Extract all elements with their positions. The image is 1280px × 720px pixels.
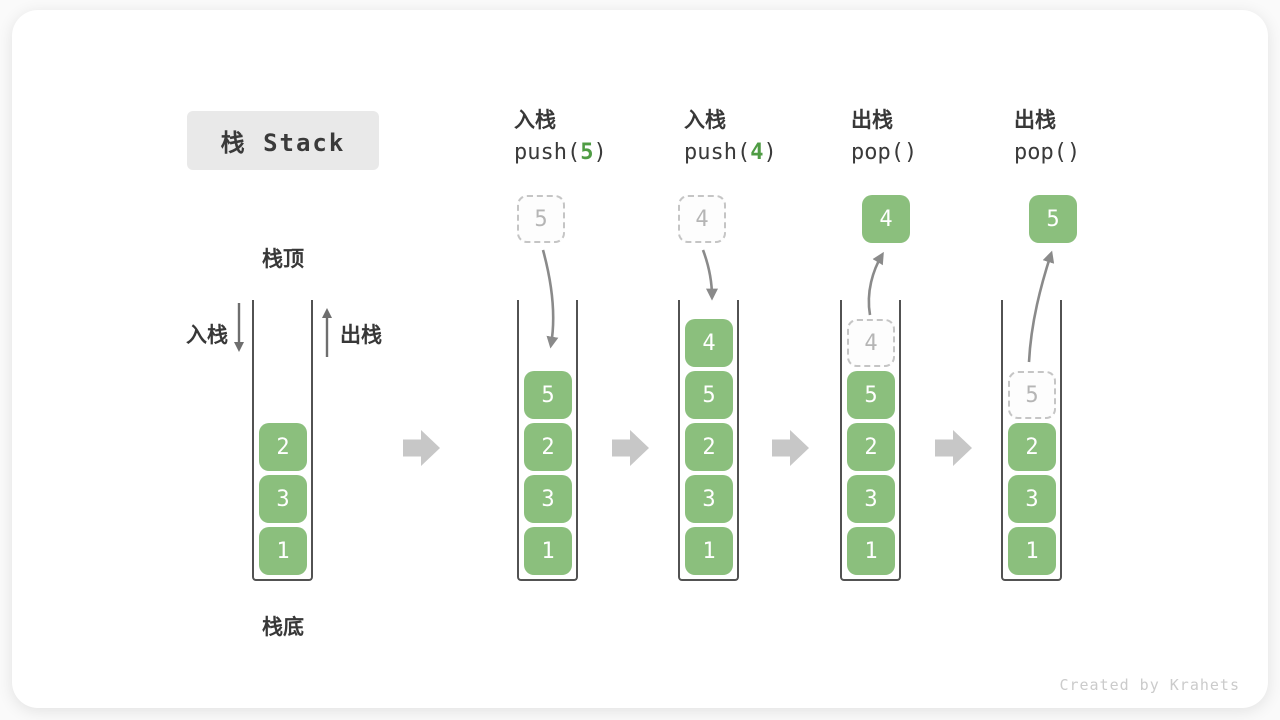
stack3-cell: 4 bbox=[685, 319, 733, 367]
push-side-label: 入栈 bbox=[186, 324, 228, 347]
op-code-pop-1: pop() bbox=[851, 140, 918, 165]
stack-top-label: 栈顶 bbox=[262, 248, 304, 271]
stack5-cell: 2 bbox=[1008, 423, 1056, 471]
stack1-cell: 2 bbox=[259, 423, 307, 471]
stack2-cell: 1 bbox=[524, 527, 572, 575]
op-label-push-5: 入栈 bbox=[514, 109, 556, 132]
removed-cell-ghost: 4 bbox=[847, 319, 895, 367]
op-code-push-4: push(4) bbox=[684, 140, 777, 165]
incoming-value-dashed-box: 4 bbox=[678, 195, 726, 243]
stack5-cell: 3 bbox=[1008, 475, 1056, 523]
stack4-cell: 2 bbox=[847, 423, 895, 471]
pop-side-label: 出栈 bbox=[340, 324, 382, 347]
op-label-push-4: 入栈 bbox=[684, 109, 726, 132]
push-5-arg: 5 bbox=[580, 140, 594, 165]
stack4-cell: 5 bbox=[847, 371, 895, 419]
diagram-title-text: 栈 Stack bbox=[220, 129, 346, 157]
op-code-push-5: push(5) bbox=[514, 140, 607, 165]
op-code-pop-2: pop() bbox=[1014, 140, 1081, 165]
incoming-value-dashed-box: 5 bbox=[517, 195, 565, 243]
diagram-title: 栈 Stack bbox=[187, 111, 379, 170]
stack1-cell: 3 bbox=[259, 475, 307, 523]
stack4-cell: 1 bbox=[847, 527, 895, 575]
stack2-cell: 2 bbox=[524, 423, 572, 471]
op-label-pop-2: 出栈 bbox=[1014, 109, 1056, 132]
stack1-cell: 1 bbox=[259, 527, 307, 575]
stack3-cell: 2 bbox=[685, 423, 733, 471]
popped-value-box: 4 bbox=[862, 195, 910, 243]
stack-bottom-label: 栈底 bbox=[262, 616, 304, 639]
stack2-cell: 3 bbox=[524, 475, 572, 523]
stack4-cell: 3 bbox=[847, 475, 895, 523]
stack3-cell: 3 bbox=[685, 475, 733, 523]
stack2-cell: 5 bbox=[524, 371, 572, 419]
stack5-cell: 1 bbox=[1008, 527, 1056, 575]
watermark: Created by Krahets bbox=[1059, 676, 1240, 694]
removed-cell-ghost: 5 bbox=[1008, 371, 1056, 419]
popped-value-box: 5 bbox=[1029, 195, 1077, 243]
stack3-cell: 1 bbox=[685, 527, 733, 575]
stack3-cell: 5 bbox=[685, 371, 733, 419]
push-4-arg: 4 bbox=[750, 140, 764, 165]
op-label-pop-1: 出栈 bbox=[851, 109, 893, 132]
